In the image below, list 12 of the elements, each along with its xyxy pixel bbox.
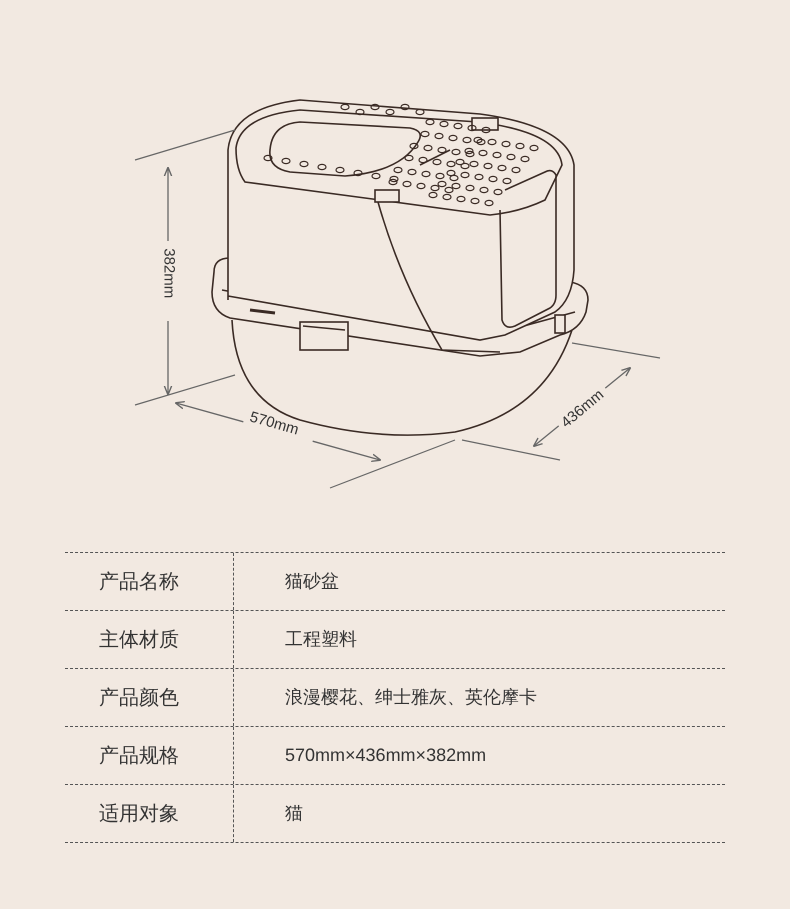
table-cell-text: 产品名称 (98, 570, 180, 594)
table-cell-text: 570mm×436mm×382mm (284, 744, 486, 767)
table-cell-text: 产品规格 (98, 744, 180, 768)
table-cell-text: 浪漫樱花、绅士雅灰、英伦摩卡 (284, 686, 537, 709)
dimension-label: 382mm (159, 247, 178, 300)
table-cell-text: 主体材质 (98, 628, 180, 652)
dimension-label: 570mm (246, 407, 302, 441)
table-cell-text: 工程塑料 (284, 628, 357, 651)
table-cell-text: 猫砂盆 (284, 570, 339, 593)
table-cell-text: 猫 (284, 802, 303, 825)
table-cell-text: 产品颜色 (98, 686, 180, 710)
table-cell-text: 适用对象 (98, 802, 180, 826)
